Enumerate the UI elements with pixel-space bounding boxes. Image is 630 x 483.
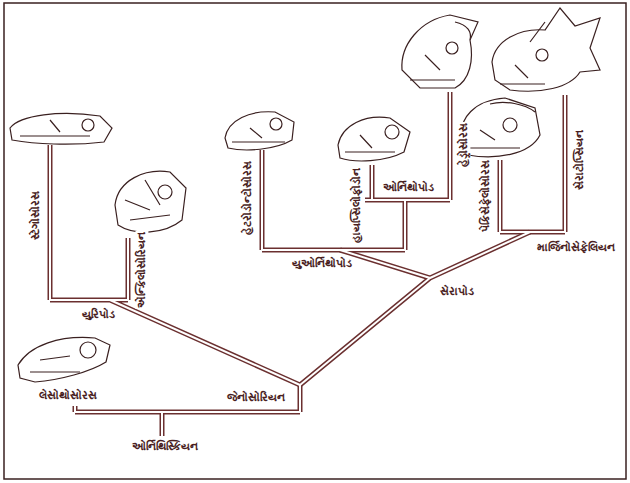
taxon-label: હેટરોડોન્ટોસોરસ (241, 160, 254, 236)
taxon-label: યુઓર્નિથોપોડ (291, 257, 353, 270)
taxon-label: સ્ટેગોસોરસ (29, 190, 42, 241)
taxon-label: યુરિપોડ (81, 308, 116, 321)
taxon-label: પેકિસેફેલોસોરસ (479, 159, 492, 233)
taxon-label: માર્જિનોસેફેલિયન (536, 241, 616, 254)
taxon-label: સેરાટોપ્સિયન (573, 129, 586, 191)
taxon-label: એન્કિલોસોરિયન (135, 231, 148, 309)
taxon-label: ઓર્નિથોપોડ (382, 181, 435, 194)
taxon-label: હાયપ્સિલોફોડોન (350, 167, 363, 244)
taxon-label: હેડ્રોસોરસ (457, 122, 470, 168)
taxon-label: સેરાપોડ (439, 285, 475, 298)
taxon-label: લેસોથોસોરસ (38, 389, 98, 402)
taxon-label: ઓર્નિથિસ્કિયન (131, 440, 199, 453)
taxon-label: જેનોસોરિયન (226, 391, 286, 404)
